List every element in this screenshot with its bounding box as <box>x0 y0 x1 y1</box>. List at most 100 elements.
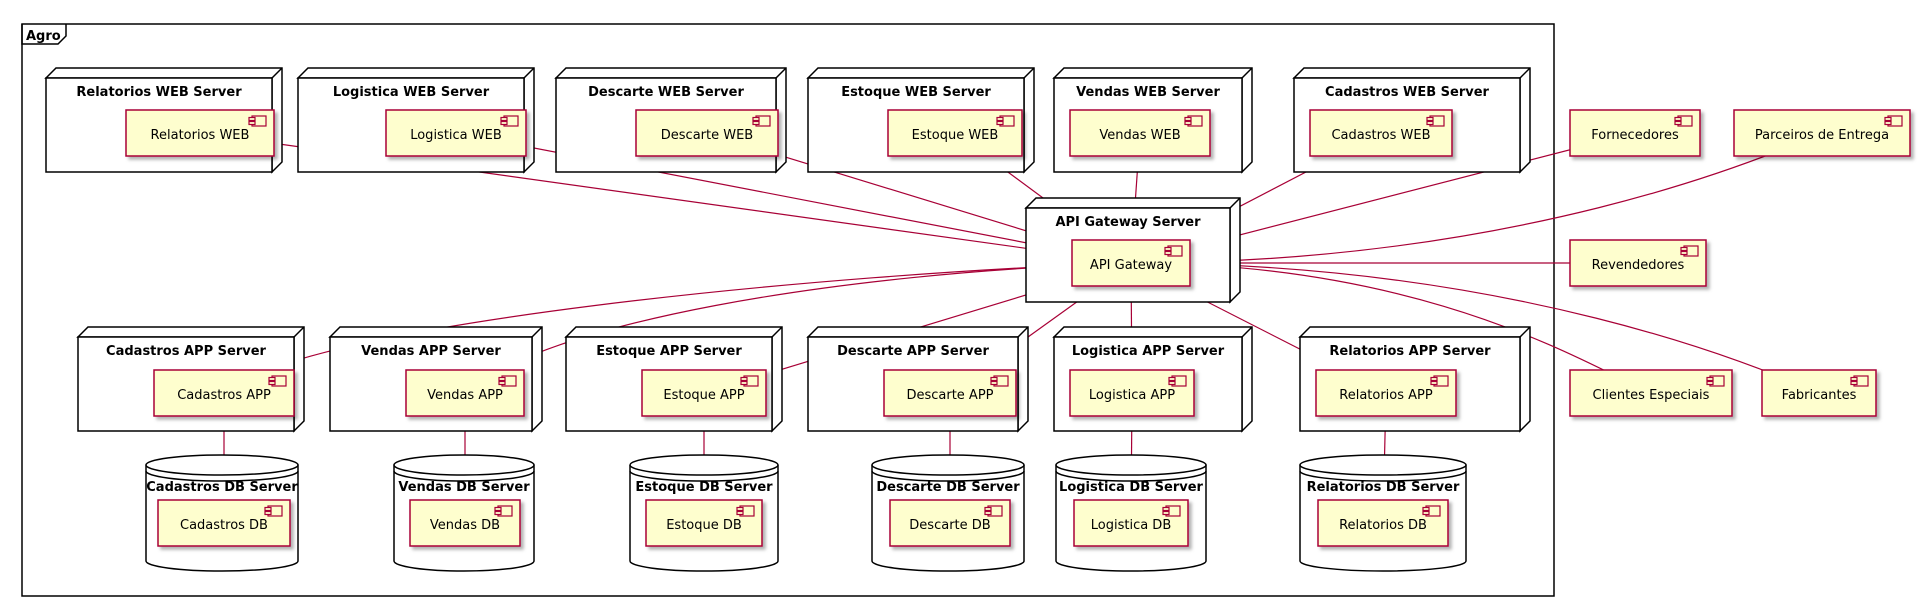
component-descarte-db[interactable]: Descarte DB <box>889 499 1011 547</box>
component-label: Relatorios WEB <box>151 128 250 143</box>
component-box <box>1569 369 1733 417</box>
component-label: Estoque WEB <box>912 128 999 143</box>
node-edge <box>771 326 783 338</box>
component-icon <box>1168 375 1187 387</box>
component-icon <box>498 375 517 387</box>
db-cylinder-top <box>871 454 1025 476</box>
node-edge <box>1023 67 1035 79</box>
node-edge <box>523 67 535 79</box>
component-fornecedores[interactable]: Fornecedores <box>1569 109 1701 157</box>
component-estoque-app[interactable]: Estoque APP <box>641 369 767 417</box>
component-icon <box>1184 115 1203 127</box>
db-cylinder-top <box>393 454 535 476</box>
component-label: Relatorios DB <box>1339 518 1427 533</box>
component-gateway[interactable]: API Gateway <box>1071 239 1191 287</box>
component-box <box>1733 109 1911 157</box>
component-label: Logistica WEB <box>410 128 502 143</box>
component-icon <box>500 115 519 127</box>
node-title: API Gateway Server <box>1055 215 1201 230</box>
component-vendas-db[interactable]: Vendas DB <box>409 499 521 547</box>
component-descarte-web[interactable]: Descarte WEB <box>635 109 779 157</box>
component-cadastros-app[interactable]: Cadastros APP <box>153 369 295 417</box>
component-parceiros[interactable]: Parceiros de Entrega <box>1733 109 1911 157</box>
component-logistica-app[interactable]: Logistica APP <box>1069 369 1195 417</box>
components-layer: Relatorios WEB Logistica WEB Descarte WEB E… <box>125 109 1911 547</box>
db-cylinder-ring <box>629 470 779 482</box>
component-relatorios-web[interactable]: Relatorios WEB <box>125 109 275 157</box>
component-fabricantes[interactable]: Fabricantes <box>1761 369 1877 417</box>
component-cadastros-db[interactable]: Cadastros DB <box>157 499 291 547</box>
node-edge <box>1229 197 1241 209</box>
node-title: Relatorios WEB Server <box>76 85 242 100</box>
package-title: Agro <box>26 29 61 44</box>
node-title: Relatorios DB Server <box>1307 480 1460 495</box>
component-label: Clientes Especiais <box>1593 388 1710 403</box>
node-edge <box>293 326 305 338</box>
node-title: Vendas DB Server <box>398 480 530 495</box>
component-label: Cadastros APP <box>177 388 271 403</box>
node-edge <box>271 67 283 79</box>
component-vendas-web[interactable]: Vendas WEB <box>1069 109 1211 157</box>
node-title: Logistica WEB Server <box>333 85 490 100</box>
component-label: Fabricantes <box>1782 388 1857 403</box>
node-title: Cadastros DB Server <box>146 480 298 495</box>
component-icon <box>1430 375 1449 387</box>
component-logistica-web[interactable]: Logistica WEB <box>385 109 527 157</box>
component-label: Descarte APP <box>906 388 993 403</box>
component-label: Relatorios APP <box>1339 388 1433 403</box>
db-cylinder-top <box>1055 454 1207 476</box>
component-estoque-web[interactable]: Estoque WEB <box>887 109 1023 157</box>
component-label: Descarte WEB <box>661 128 753 143</box>
db-cylinder-top <box>629 454 779 476</box>
component-label: Cadastros WEB <box>1331 128 1430 143</box>
node-edge <box>531 326 543 338</box>
node-title: Vendas WEB Server <box>1076 85 1220 100</box>
component-icon <box>990 375 1009 387</box>
node-title: Estoque APP Server <box>596 344 742 359</box>
component-icon <box>1706 375 1725 387</box>
db-cylinder-ring <box>393 470 535 482</box>
node-edge <box>1519 326 1531 338</box>
component-clientes[interactable]: Clientes Especiais <box>1569 369 1733 417</box>
component-label: Parceiros de Entrega <box>1755 128 1889 143</box>
component-cadastros-web[interactable]: Cadastros WEB <box>1309 109 1453 157</box>
component-label: Estoque DB <box>666 518 742 533</box>
component-label: Descarte DB <box>909 518 990 533</box>
component-icon <box>740 375 759 387</box>
node-edge <box>1519 67 1531 79</box>
db-cylinder-ring <box>1299 470 1467 482</box>
component-icon <box>1426 115 1445 127</box>
component-vendas-app[interactable]: Vendas APP <box>405 369 525 417</box>
node-title: Estoque WEB Server <box>841 85 991 100</box>
component-icon <box>1680 245 1699 257</box>
component-label: Logistica APP <box>1089 388 1175 403</box>
db-cylinder-top <box>1299 454 1467 476</box>
node-title: Cadastros WEB Server <box>1325 85 1489 100</box>
node-title: Cadastros APP Server <box>106 344 266 359</box>
component-descarte-app[interactable]: Descarte APP <box>883 369 1017 417</box>
component-estoque-db[interactable]: Estoque DB <box>645 499 763 547</box>
package-border <box>21 23 1555 597</box>
component-box <box>645 499 763 547</box>
component-icon <box>1164 245 1183 257</box>
component-relatorios-db[interactable]: Relatorios DB <box>1317 499 1449 547</box>
component-label: Vendas APP <box>427 388 503 403</box>
node-title: Relatorios APP Server <box>1329 344 1491 359</box>
node-title: Logistica APP Server <box>1072 344 1225 359</box>
component-icon <box>248 115 267 127</box>
node-edge <box>1017 326 1029 338</box>
component-label: Cadastros DB <box>180 518 268 533</box>
package-frame: Agro <box>21 23 1555 597</box>
component-icon <box>752 115 771 127</box>
component-logistica-db[interactable]: Logistica DB <box>1073 499 1189 547</box>
component-icon <box>1674 115 1693 127</box>
component-revendedores[interactable]: Revendedores <box>1569 239 1707 287</box>
node-edge <box>775 67 787 79</box>
node-title: Descarte APP Server <box>837 344 989 359</box>
component-icon <box>264 505 283 517</box>
component-label: Vendas DB <box>430 518 500 533</box>
component-relatorios-app[interactable]: Relatorios APP <box>1315 369 1457 417</box>
component-icon <box>1162 505 1181 517</box>
component-icon <box>984 505 1003 517</box>
